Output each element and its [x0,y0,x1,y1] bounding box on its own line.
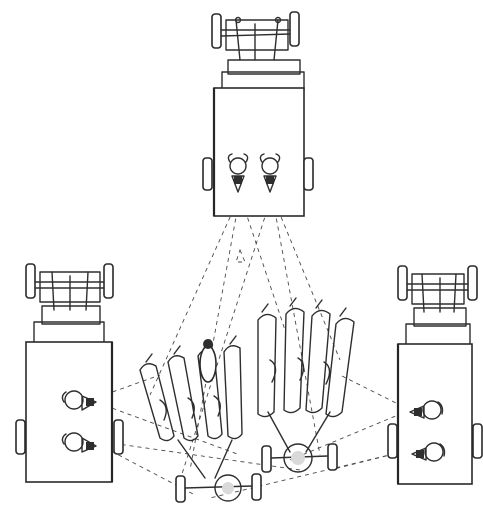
left-carriage-body [176,440,261,502]
left-carriage-rider [200,339,216,382]
right-carriage [258,298,354,472]
sight-lines [90,195,410,498]
top-vehicle-front-axle [212,12,299,60]
right-horse-team [258,298,354,417]
right-vehicle [388,266,482,484]
left-vehicle [16,264,123,482]
left-horse-team [140,336,242,441]
left-carriage [140,336,261,502]
top-vehicle [203,12,313,216]
right-carriage-body [262,412,337,472]
